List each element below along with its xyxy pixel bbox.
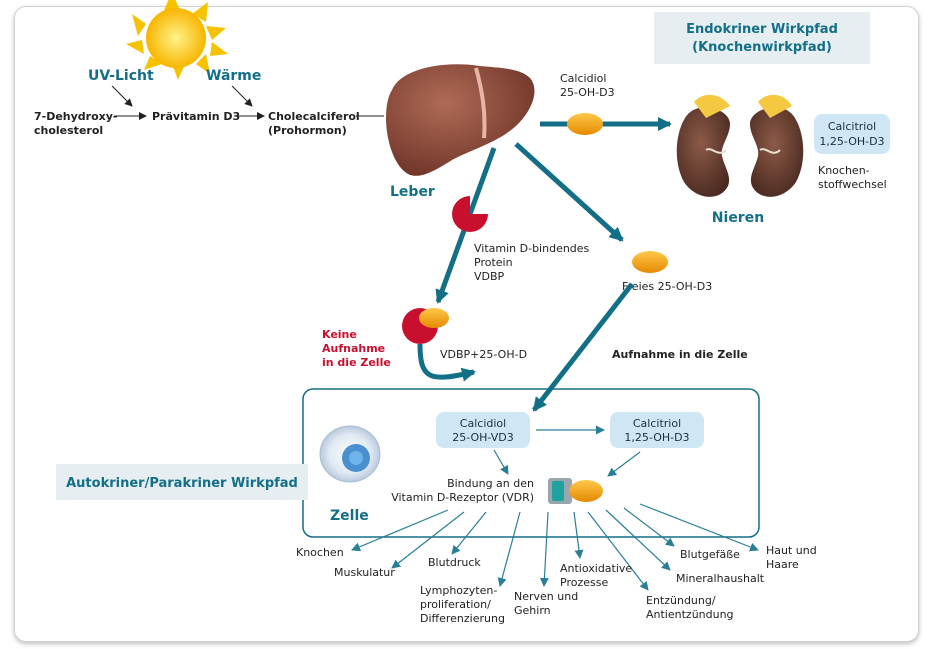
arrow-free-cell bbox=[532, 282, 634, 412]
calcidiol-cell-box bbox=[436, 412, 530, 448]
vdbp-label-2: Protein bbox=[474, 256, 513, 269]
calcitriol-cell-box bbox=[610, 412, 704, 448]
free-calcidiol-molecule bbox=[632, 251, 668, 273]
effect-nerven-1: Nerven und bbox=[514, 590, 578, 603]
arrow-blutgef bbox=[623, 507, 675, 547]
uv-light-label: UV-Licht bbox=[88, 68, 154, 84]
endocrine-title-1: Endokriner Wirkpfad bbox=[686, 22, 838, 37]
no-uptake-2: Aufnahme bbox=[322, 342, 385, 355]
dehydro-label-2: cholesterol bbox=[34, 124, 103, 137]
cell-box bbox=[302, 388, 760, 538]
effect-lympho-3: Differenzierung bbox=[420, 612, 505, 625]
calcidiol-cell-2: 25-OH-VD3 bbox=[452, 431, 514, 444]
arrow-liver-free bbox=[514, 142, 624, 242]
effect-mineral: Mineralhaushalt bbox=[676, 572, 765, 585]
liver-icon bbox=[386, 64, 535, 176]
effect-antiox-2: Prozesse bbox=[560, 576, 608, 589]
effect-haut-2: Haare bbox=[766, 558, 799, 571]
arrow-calcitriol-vdr bbox=[607, 451, 641, 477]
binding-label-2: Vitamin D-Rezeptor (VDR) bbox=[391, 491, 534, 504]
arrow-mineral bbox=[605, 509, 671, 571]
bone-metabolism-1: Knochen- bbox=[818, 164, 870, 177]
no-uptake-1: Keine bbox=[322, 328, 357, 341]
effect-lympho-1: Lymphozyten- bbox=[420, 584, 497, 597]
calcitriol-top-2: 1,25-OH-D3 bbox=[819, 135, 884, 148]
effect-knochen: Knochen bbox=[296, 546, 344, 559]
autocrine-title: Autokriner/Parakriner Wirkpfad bbox=[66, 476, 298, 491]
arrow-lympho bbox=[497, 511, 521, 587]
arrow-calcidiol-binding bbox=[493, 449, 509, 475]
effect-muskulatur: Muskulatur bbox=[334, 566, 395, 579]
vdbp-protein-icon bbox=[452, 196, 488, 232]
warmth-arrow bbox=[231, 85, 253, 107]
calcidiol-label-2: 25-OH-D3 bbox=[560, 86, 615, 99]
calcidiol-cell-1: Calcidiol bbox=[460, 417, 506, 430]
free-25-label: Freies 25-OH-D3 bbox=[622, 280, 712, 293]
sun-icon bbox=[126, 0, 228, 80]
arrow-muskulatur bbox=[391, 511, 465, 569]
calcidiol-molecule bbox=[567, 113, 603, 135]
uv-arrow bbox=[111, 85, 133, 107]
vdr-receptor-icon bbox=[548, 478, 603, 504]
calcitriol-top-1: Calcitriol bbox=[828, 120, 876, 133]
effect-blutdruck: Blutdruck bbox=[428, 556, 481, 569]
arrow-blutdruck bbox=[451, 511, 487, 555]
uptake-cell-label: Aufnahme in die Zelle bbox=[612, 348, 748, 361]
autocrine-title-box bbox=[56, 464, 308, 500]
effect-nerven-2: Gehirn bbox=[514, 604, 551, 617]
dehydro-label-1: 7-Dehydroxy- bbox=[34, 110, 118, 123]
arrow-entzuendung bbox=[587, 511, 649, 591]
arrow-antiox bbox=[573, 511, 584, 559]
arrow-haut bbox=[639, 503, 759, 552]
effect-entz-2: Antientzündung bbox=[646, 608, 734, 621]
effect-arrows bbox=[351, 503, 759, 591]
calcidiol-label-1: Calcidiol bbox=[560, 72, 606, 85]
bone-metabolism-2: stoffwechsel bbox=[818, 178, 887, 191]
effect-entz-1: Entzündung/ bbox=[646, 594, 716, 607]
chole-label-1: Cholecalciferol bbox=[268, 110, 360, 123]
kidneys-label: Nieren bbox=[712, 210, 764, 226]
calcitriol-cell-2: 1,25-OH-D3 bbox=[624, 431, 689, 444]
cell-label: Zelle bbox=[330, 508, 369, 524]
binding-label-1: Bindung an den bbox=[447, 477, 534, 490]
effect-haut-1: Haut und bbox=[766, 544, 817, 557]
chole-label-2: (Prohormon) bbox=[268, 124, 347, 137]
liver-label: Leber bbox=[390, 184, 435, 200]
kidneys-icon bbox=[676, 94, 804, 197]
endocrine-title-box bbox=[654, 12, 870, 64]
arrow-vdbp-blocked bbox=[417, 343, 476, 382]
arrow-nerven bbox=[539, 511, 549, 587]
effect-antiox-1: Antioxidative bbox=[560, 562, 632, 575]
effect-blutgef: Blutgefäße bbox=[680, 548, 740, 561]
endocrine-title-2: (Knochenwirkpfad) bbox=[692, 40, 832, 55]
effect-lympho-2: proliferation/ bbox=[420, 598, 491, 611]
vdbp-label-3: VDBP bbox=[474, 270, 505, 283]
vdbp-complex-label: VDBP+25-OH-D bbox=[440, 348, 527, 361]
no-uptake-3: in die Zelle bbox=[322, 356, 391, 369]
vdbp-label-1: Vitamin D-bindendes bbox=[474, 242, 590, 255]
cell-icon bbox=[319, 425, 381, 483]
arrow-knochen bbox=[351, 509, 449, 552]
previtamin-label: Prävitamin D3 bbox=[152, 110, 240, 123]
calcitriol-top-box bbox=[814, 114, 890, 154]
calcitriol-cell-1: Calcitriol bbox=[633, 417, 681, 430]
warmth-label: Wärme bbox=[206, 68, 261, 84]
vdbp-complex-icon bbox=[402, 308, 449, 344]
